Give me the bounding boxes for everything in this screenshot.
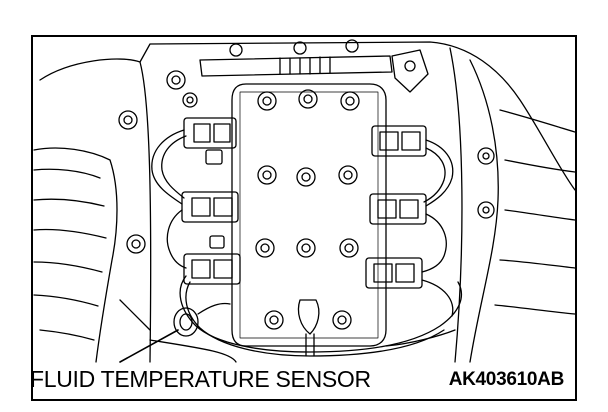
transmission-case-inner-right <box>449 47 463 363</box>
transmission-case-right-fins <box>494 109 575 315</box>
fluid-temperature-sensor-label: FLUID TEMPERATURE SENSOR <box>30 366 371 392</box>
top-bracket <box>199 55 393 77</box>
lower-case-lines <box>119 299 456 363</box>
right-solenoid-connectors <box>365 125 427 289</box>
transmission-case-right-edge <box>469 59 499 363</box>
transmission-case-outline <box>39 41 575 191</box>
case-bolts <box>118 39 495 254</box>
valve-body-plate-inner <box>239 91 379 339</box>
right-mount-tab-hole <box>404 60 416 72</box>
caption-strip <box>33 363 575 399</box>
valve-body-plate <box>231 83 387 347</box>
left-solenoid-connectors <box>181 117 241 285</box>
wiring-harness <box>151 129 463 357</box>
figure-frame <box>31 35 577 401</box>
sensor-leader-line <box>119 329 179 363</box>
figure-code: AK403610AB <box>448 369 565 390</box>
top-bracket-teeth <box>279 56 331 75</box>
fluid-temperature-sensor <box>173 302 231 337</box>
transmission-case-left-edge <box>33 147 118 363</box>
right-mount-tab <box>391 49 429 93</box>
transmission-case-inner-left <box>139 61 152 363</box>
valve-body-bolts <box>255 89 360 330</box>
transmission-case-left-fins <box>33 168 107 341</box>
